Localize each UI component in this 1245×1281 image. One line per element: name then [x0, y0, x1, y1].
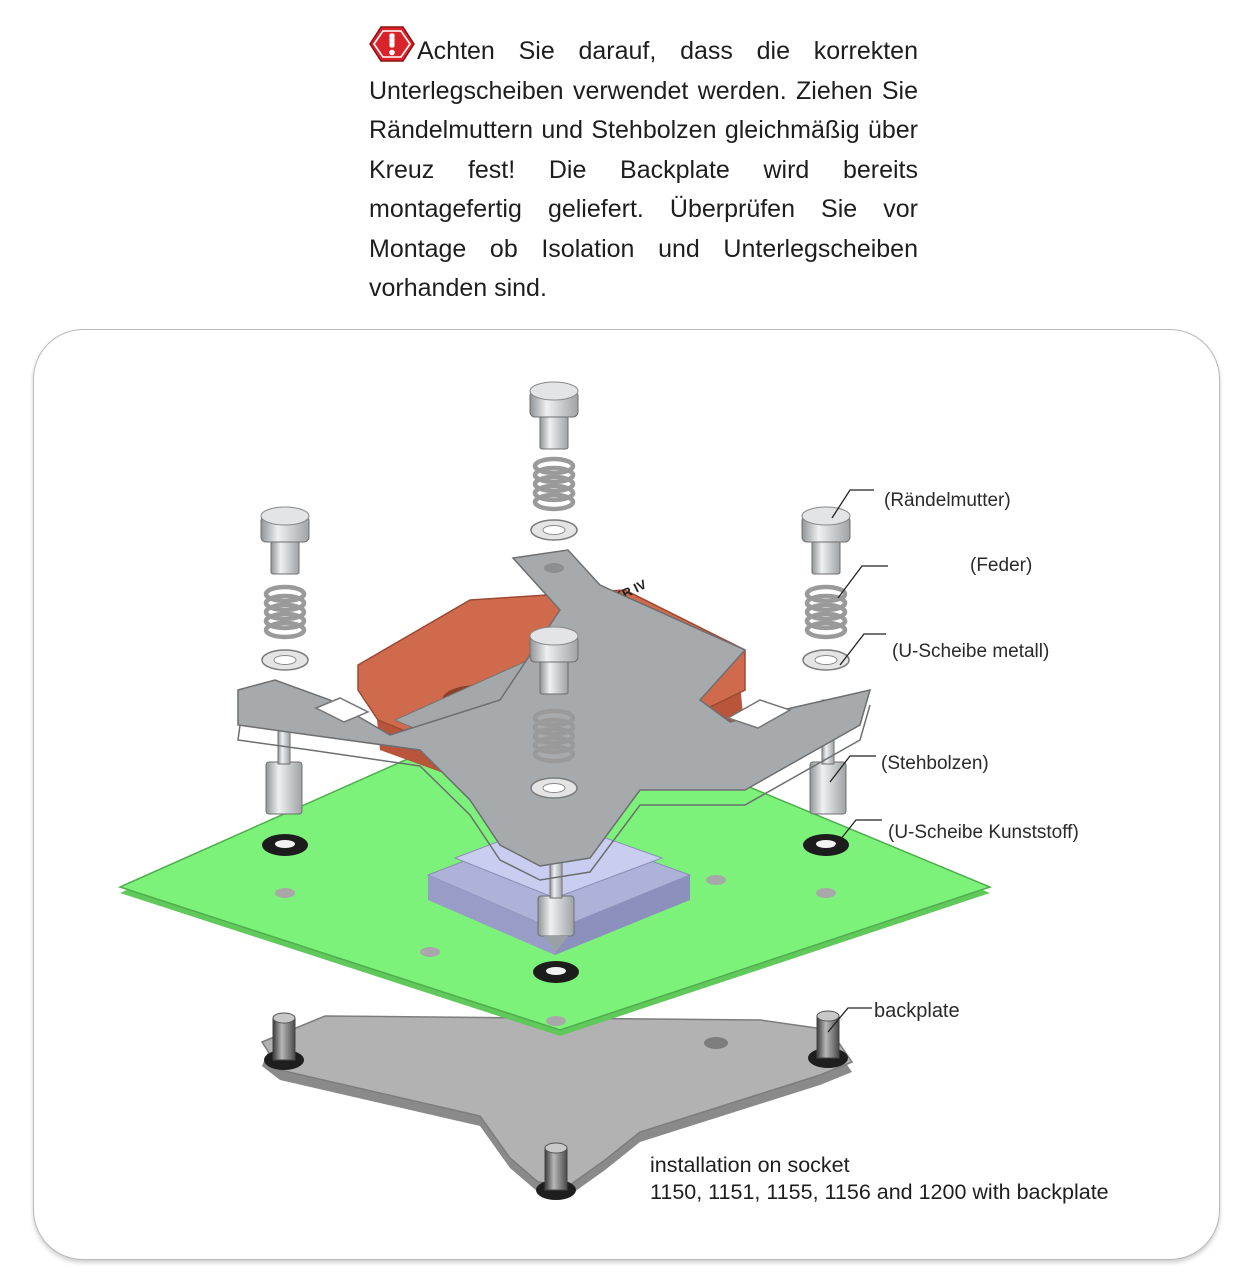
label-knurled-nut: (Rändelmutter)	[884, 490, 1011, 511]
backplate-part	[260, 1010, 854, 1201]
label-washer-metal: (U-Scheibe metall)	[892, 641, 1050, 662]
hardware-top	[529, 381, 579, 573]
washer-plastic-front	[533, 961, 579, 983]
label-standoff: (Stehbolzen)	[881, 753, 989, 774]
washer-plastic-left	[262, 834, 308, 856]
hardware-left	[260, 506, 310, 671]
label-washer-plastic: (U-Scheibe Kunststoff)	[888, 822, 1079, 843]
label-spring: (Feder)	[970, 555, 1033, 576]
label-backplate: backplate	[874, 1000, 960, 1022]
diagram-caption: installation on socket 1150, 1151, 1155,…	[650, 1152, 1109, 1206]
warning-paragraph: Achten Sie darauf, dass die korrekten Un…	[369, 26, 918, 309]
caption-line-1: installation on socket	[650, 1153, 850, 1177]
hardware-right	[801, 506, 851, 671]
mounting-bracket	[237, 549, 872, 881]
warning-icon	[369, 26, 415, 62]
warning-text: Achten Sie darauf, dass die korrekten Un…	[369, 37, 918, 302]
leader-lines	[827, 489, 888, 1033]
caption-line-2: 1150, 1151, 1155, 1156 and 1200 with bac…	[650, 1180, 1109, 1204]
